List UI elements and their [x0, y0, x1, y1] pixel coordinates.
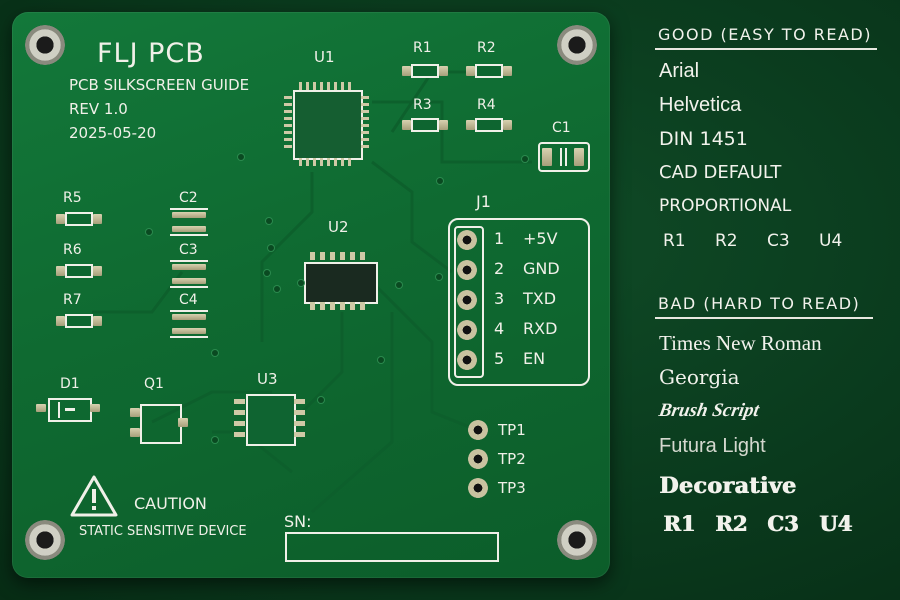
designator-c2: C2	[179, 190, 198, 206]
designator-sample: R1	[663, 511, 696, 536]
designator-sample: C3	[767, 231, 790, 251]
header-pin-number: 4	[494, 319, 505, 338]
designator-sample: C3	[767, 511, 799, 536]
designator-sample: R2	[715, 511, 748, 536]
bad-font-decorative: Decorative	[659, 473, 797, 499]
caution-title: CAUTION	[134, 494, 207, 513]
good-font-din: DIN 1451	[659, 128, 748, 150]
mounting-hole	[25, 520, 65, 560]
test-point-label: TP2	[498, 450, 526, 468]
header-pin-number: 5	[494, 349, 505, 368]
designator-sample: U4	[819, 511, 852, 536]
designator-j1: J1	[476, 192, 491, 211]
header-pin-number: 3	[494, 289, 505, 308]
header-pin-5	[457, 350, 477, 370]
good-font-proportional: PROPORTIONAL	[659, 196, 792, 216]
diode-d1	[48, 398, 92, 422]
designator-sample: R2	[715, 231, 738, 251]
bad-font-brush-script: Brush Script	[657, 400, 761, 421]
designator-r3: R3	[413, 97, 432, 113]
bad-font-futura-light: Futura Light	[659, 435, 766, 457]
designator-r7: R7	[63, 292, 82, 308]
designator-c1: C1	[552, 120, 571, 136]
header-pin-4	[457, 320, 477, 340]
test-point-label: TP3	[498, 479, 526, 497]
test-point-pad	[468, 478, 488, 498]
transistor-q1	[140, 404, 182, 444]
designator-r4: R4	[477, 97, 496, 113]
designator-u3: U3	[257, 370, 278, 388]
designator-r6: R6	[63, 242, 82, 258]
board-subtitle: PCB SILKSCREEN GUIDE	[69, 76, 250, 94]
header-pin-number: 1	[494, 229, 505, 248]
header-pin-name: EN	[523, 349, 546, 368]
bad-font-georgia: Georgia	[659, 365, 740, 389]
board-revision: REV 1.0	[69, 100, 128, 118]
designator-u2: U2	[328, 218, 349, 236]
bad-font-times: Times New Roman	[659, 331, 822, 355]
mounting-hole	[557, 520, 597, 560]
designator-d1: D1	[60, 376, 80, 392]
serial-label: SN:	[284, 512, 312, 531]
connector-j1-pin-strip	[454, 226, 484, 378]
test-point-pad	[468, 449, 488, 469]
good-font-helvetica: Helvetica	[659, 94, 742, 116]
designator-r1: R1	[413, 40, 432, 56]
header-pin-name: TXD	[523, 289, 557, 308]
board-date: 2025-05-20	[69, 124, 157, 142]
designator-sample: U4	[819, 231, 843, 251]
ic-u2	[304, 262, 378, 304]
designator-q1: Q1	[144, 376, 164, 392]
board-title: FLJ PCB	[97, 38, 205, 69]
mounting-hole	[557, 25, 597, 65]
good-font-arial: Arial	[659, 60, 700, 82]
test-point-label: TP1	[498, 421, 526, 439]
pcb-board: FLJ PCB PCB SILKSCREEN GUIDE REV 1.0 202…	[12, 12, 610, 578]
good-divider	[655, 48, 877, 50]
header-pin-name: +5V	[523, 229, 558, 248]
header-pin-1	[457, 230, 477, 250]
designator-sample: R1	[663, 231, 686, 251]
header-pin-2	[457, 260, 477, 280]
designator-c4: C4	[179, 292, 198, 308]
header-pin-3	[457, 290, 477, 310]
serial-number-box	[285, 532, 499, 562]
bad-heading: BAD (HARD TO READ)	[658, 294, 861, 313]
warning-triangle-icon	[70, 475, 118, 517]
ic-u1	[293, 90, 363, 160]
bad-divider	[655, 317, 873, 319]
designator-r2: R2	[477, 40, 496, 56]
connector-j1-outline	[448, 218, 590, 386]
header-pin-name: GND	[523, 259, 560, 278]
good-heading: GOOD (EASY TO READ)	[658, 25, 872, 44]
mounting-hole	[25, 25, 65, 65]
ic-u3	[246, 394, 296, 446]
header-pin-name: RXD	[523, 319, 558, 338]
designator-u1: U1	[314, 48, 335, 66]
good-font-cad-default: CAD DEFAULT	[659, 162, 782, 183]
capacitor-c1	[538, 142, 590, 172]
test-point-pad	[468, 420, 488, 440]
header-pin-number: 2	[494, 259, 505, 278]
designator-r5: R5	[63, 190, 82, 206]
caution-text: STATIC SENSITIVE DEVICE	[79, 524, 247, 539]
designator-c3: C3	[179, 242, 198, 258]
